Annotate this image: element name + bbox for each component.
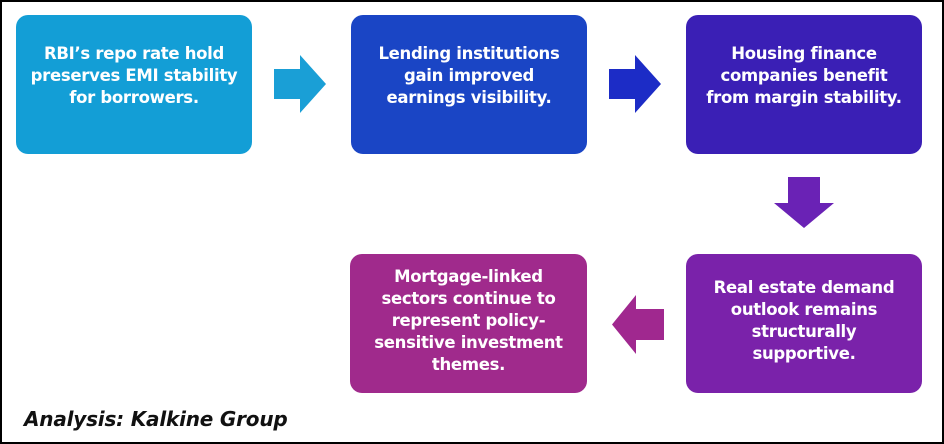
source-caption: Analysis: Kalkine Group [24,407,288,431]
arrow-right-icon [274,55,326,113]
step-text: Real estate demand outlook remains struc… [713,277,895,363]
arrow-3-shape [774,177,834,228]
flow-step-repo-rate-hold: RBI’s repo rate hold preserves EMI stabi… [16,15,252,154]
step-text: RBI’s repo rate hold preserves EMI stabi… [30,43,238,107]
flow-step-housing-finance: Housing finance companies benefit from m… [686,15,922,154]
step-text: Housing finance companies benefit from m… [706,43,902,107]
flow-step-lending-institutions: Lending institutions gain improved earni… [351,15,587,154]
step-text: Mortgage-linked sectors continue to repr… [374,266,563,374]
arrow-left-icon [612,295,664,354]
arrow-2-shape [609,55,661,113]
arrow-down-icon [774,177,834,228]
step-text: Lending institutions gain improved earni… [378,43,560,107]
flow-step-mortgage-linked-sectors: Mortgage-linked sectors continue to repr… [350,254,587,393]
arrow-4-shape [612,295,664,354]
flow-step-real-estate-demand: Real estate demand outlook remains struc… [686,254,922,393]
arrow-right-icon [609,55,661,113]
arrow-1-shape [274,55,326,113]
